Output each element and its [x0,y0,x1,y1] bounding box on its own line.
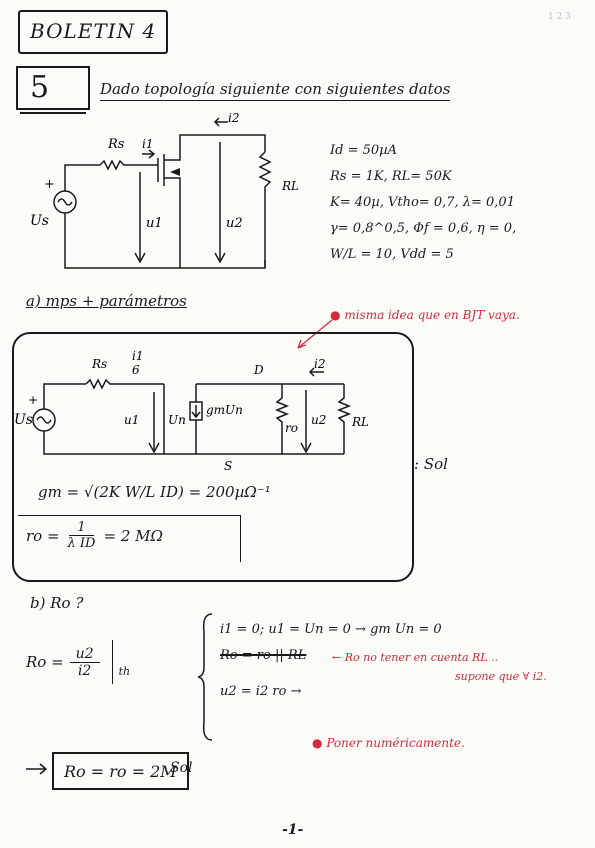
ro-lhs: ro = [26,526,60,545]
data-item: K= 40µ, Vtho= 0,7, λ= 0,01 [330,195,515,210]
step-line-2-note: ← Ro no tener en cuenta RL .. [332,651,499,664]
result-box: Ro = ro = 2M [52,752,189,790]
ro-def-fraction: u2 i2 [69,646,100,679]
brace-icon [197,613,213,741]
rl-label: RL [281,179,299,193]
ro-def-num: u2 [69,646,100,663]
note-arrow [297,319,333,349]
bullet-icon: ● [330,308,341,322]
six-label: 6 [132,363,140,377]
page-title: BOLETIN 4 [30,19,157,43]
data-list: Id = 50µA Rs = 1K, RL= 50K K= 40µ, Vtho=… [330,138,516,268]
numeric-note: ● Poner numéricamente. [312,736,465,750]
rs-label: Rs [91,357,107,371]
gm-source-label: gmUn [206,403,243,417]
bullet-icon: ● [312,736,323,750]
s-node-label: S [224,459,232,472]
section-b-heading: b) Ro ? [30,594,84,612]
step-line-2-note-2: supone que ∀ i2. [455,670,547,683]
plus-sign: + [28,393,38,407]
section-a-note: ● misma idea que en BJT vaya. [330,308,520,322]
section-a-heading: a) mps + parámetros [26,292,187,310]
rl-label: RL [351,415,369,429]
ro-equation-box [18,515,241,562]
i1-label: i1 [142,137,153,151]
problem-number: 5 [30,70,50,105]
result-equation: Ro = ro = 2M [64,761,177,781]
ro-def-den: i2 [77,662,92,679]
step-line-3: u2 = i2 ro → [220,684,302,699]
solution-box-a [12,332,414,582]
number-underline [20,112,86,114]
ro-def-lhs: Ro = [26,653,64,671]
ro-def-sub: th [118,664,131,678]
ro-label: ro [285,421,298,435]
plus-sign: + [44,177,55,192]
problem-number-box: 5 [16,66,90,110]
d-node-label: D [253,363,264,377]
u2-label: u2 [311,413,326,427]
rs-resistor [99,159,150,171]
circuit-2: Rs i1 6 D i2 Us + u1 Un gmUn ro u2 RL S [14,349,369,472]
u2-label: u2 [226,216,243,231]
u1-label: u1 [146,216,163,231]
u1-label: u1 [124,413,139,427]
ro-fraction-num: 1 [69,520,94,536]
section-a-note-text: misma idea que en BJT vaya. [344,308,520,322]
ro-def-bar [111,640,113,684]
data-item: Rs = 1K, RL= 50K [330,169,452,184]
us-label: Us [14,412,33,428]
data-item: γ= 0,8^0,5, Φf = 0,6, η = 0, [330,221,517,236]
result-sol: Sol [170,760,193,776]
ro-fraction: 1 λ ID [68,520,96,551]
gm-equation: gm = √(2K W/L ID) = 200µΩ⁻¹ [38,483,271,501]
i2-label: i2 [228,111,239,125]
data-item: Id = 50µA [330,143,397,158]
i2-label: i2 [314,357,325,371]
ro-definition: Ro = u2 i2 th [26,640,130,684]
rl-resistor [336,384,352,454]
ro-resistor [274,384,290,454]
step-line-2-struck: Ro = ro || RL [220,648,307,663]
corner-mark: 1 2 3 [548,12,571,22]
step-line-1: i1 = 0; u1 = Un = 0 → gm Un = 0 [220,622,442,637]
us-label: Us [30,213,49,229]
ro-equation: ro = 1 λ ID = 2 MΩ [26,520,163,551]
circuit-1: Rs i1 i2 Us + u1 u2 RL [30,111,299,269]
un-label: Un [168,413,186,427]
rs-resistor [85,378,164,390]
numeric-note-text: Poner numéricamente. [326,736,465,750]
result-arrow-icon [26,763,48,775]
rs-label: Rs [107,137,125,152]
i1-label: i1 [132,349,143,363]
rl-resistor [258,151,272,268]
page-number: -1- [282,822,304,838]
data-item: W/L = 10, Vdd = 5 [330,247,454,262]
ro-rhs: = 2 MΩ [103,526,163,545]
sol-label-a: : Sol [414,455,448,473]
ro-fraction-den: λ ID [67,536,96,551]
title-box: BOLETIN 4 [18,10,168,54]
problem-statement: Dado topología siguiente con siguientes … [100,80,451,101]
